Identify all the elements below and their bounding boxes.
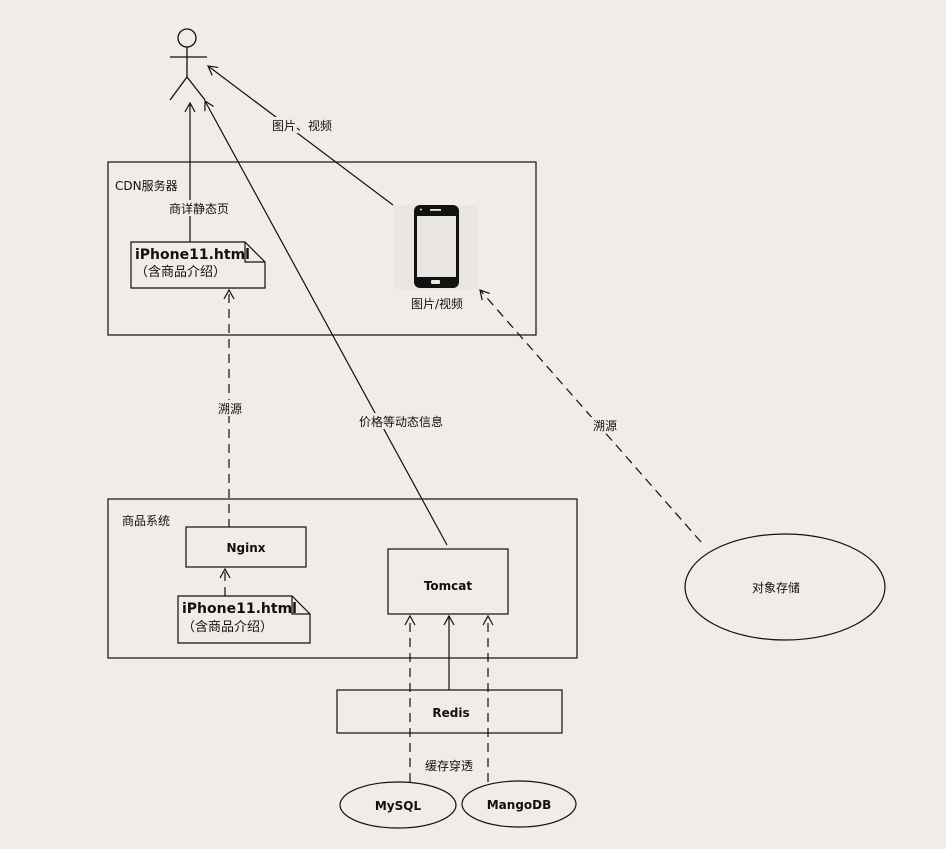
media-node: 图片/视频 — [394, 205, 478, 311]
redis-label: Redis — [432, 706, 469, 720]
nginx-node — [185, 526, 307, 568]
smartphone-icon — [414, 205, 459, 288]
edge-label-bg — [352, 413, 450, 429]
tomcat-label: Tomcat — [424, 579, 473, 593]
edge-label-origin-object-storage: 溯源 — [593, 418, 617, 433]
object-storage-label: 对象存储 — [752, 580, 800, 595]
nginx-label: Nginx — [226, 541, 265, 555]
edge-label-dynamic-info: 价格等动态信息 — [359, 414, 443, 429]
object-storage-node — [684, 533, 886, 641]
cdn-server-title: CDN服务器 — [115, 178, 178, 193]
mysql-node — [339, 781, 457, 829]
actor-leg-right — [186, 76, 206, 101]
product-html-note: iPhone11.html （含商品介绍） — [177, 595, 311, 644]
user-actor — [169, 28, 207, 101]
edge-label-bg — [588, 417, 622, 433]
cdn-server-box — [107, 161, 537, 336]
edge-label-bg — [268, 117, 338, 133]
product-note-desc: （含商品介绍） — [182, 619, 273, 635]
cdn-note-desc: （含商品介绍） — [135, 264, 226, 280]
actor-head — [177, 28, 197, 48]
product-system-title: 商品系统 — [122, 513, 170, 528]
media-label: 图片/视频 — [411, 296, 463, 311]
cdn-note-filename: iPhone11.html — [135, 247, 250, 263]
mangodb-label: MangoDB — [487, 798, 552, 812]
edge-label-media: 图片、视频 — [272, 118, 332, 133]
edge-label-origin-nginx: 溯源 — [218, 401, 242, 416]
actor-leg-left — [169, 76, 188, 101]
edge-label-bg — [163, 200, 235, 216]
product-note-filename: iPhone11.html — [182, 601, 297, 617]
mysql-label: MySQL — [375, 799, 422, 813]
tomcat-node — [387, 548, 509, 615]
edge-dynamic-info-to-user — [204, 99, 448, 546]
edge-origin-object-storage — [479, 289, 702, 543]
edge-label-static-page: 商详静态页 — [169, 201, 229, 216]
edge-label-bg — [213, 400, 247, 416]
edge-label-cache-penetration: 缓存穿透 — [425, 758, 473, 773]
cdn-html-note: iPhone11.html （含商品介绍） — [130, 241, 266, 289]
edge-media-to-user — [207, 65, 394, 206]
redis-node — [336, 689, 563, 734]
product-system-box — [107, 498, 578, 659]
mangodb-node — [461, 780, 577, 828]
